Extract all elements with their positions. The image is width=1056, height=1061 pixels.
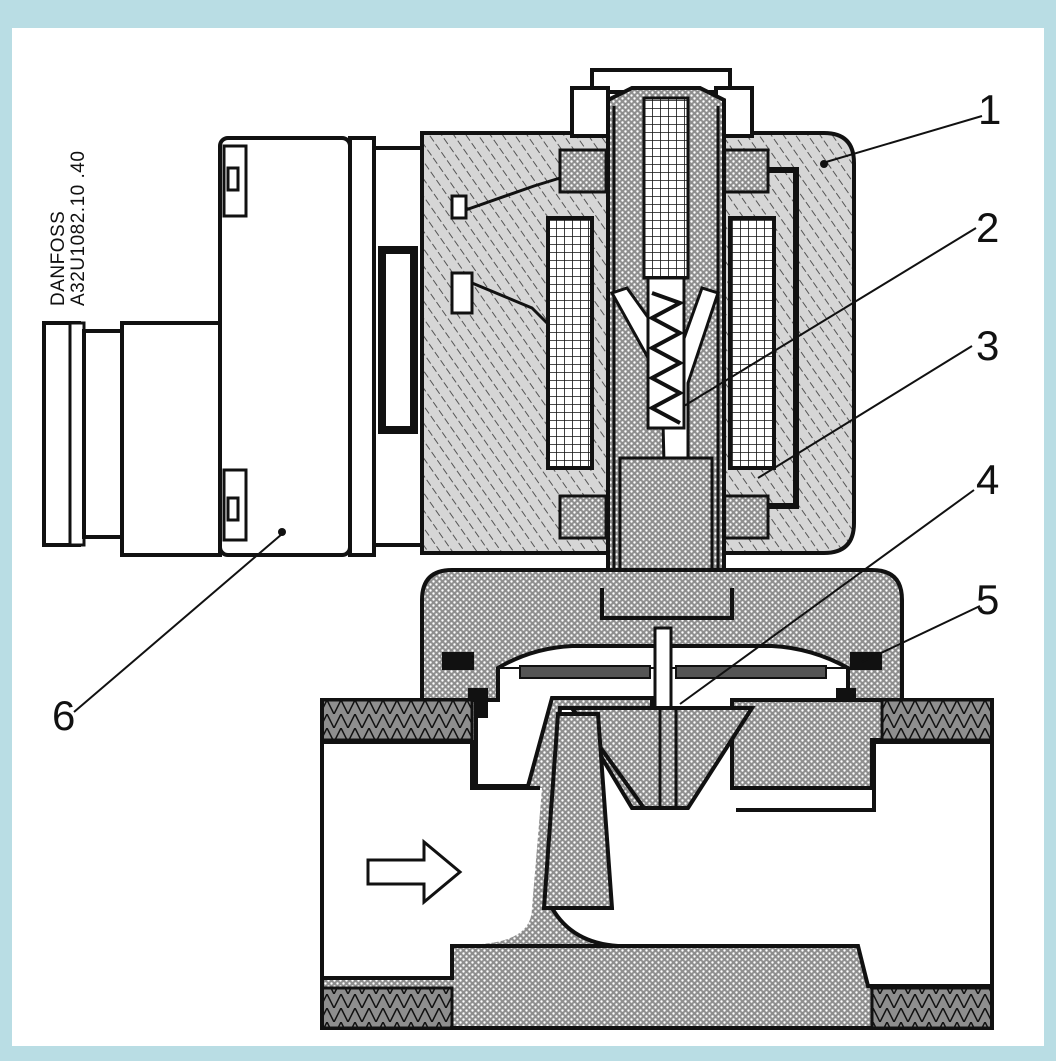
- callout-3: 3: [976, 322, 999, 369]
- callout-1: 1: [978, 86, 1001, 133]
- callout-5: 5: [976, 576, 999, 623]
- leader-lines: [73, 115, 983, 713]
- callout-2: 2: [976, 204, 999, 251]
- valve-body: [320, 696, 994, 1030]
- solenoid-valve-cross-section: 1 2 3 4 5 6 DANFOSS A32U1082.10 .40: [42, 68, 1001, 1030]
- drawing-canvas: 1 2 3 4 5 6 DANFOSS A32U1082.10 .40: [12, 28, 1044, 1046]
- drawing-code-text: A32U1082.10 .40: [68, 151, 89, 306]
- drawing-reference: DANFOSS A32U1082.10 .40: [48, 151, 89, 306]
- callout-6: 6: [52, 692, 75, 739]
- manufacturer-text: DANFOSS: [48, 211, 69, 306]
- flow-arrow-icon: [366, 838, 463, 906]
- coil: [546, 148, 776, 540]
- callout-4: 4: [976, 456, 999, 503]
- terminal-box: [42, 136, 424, 557]
